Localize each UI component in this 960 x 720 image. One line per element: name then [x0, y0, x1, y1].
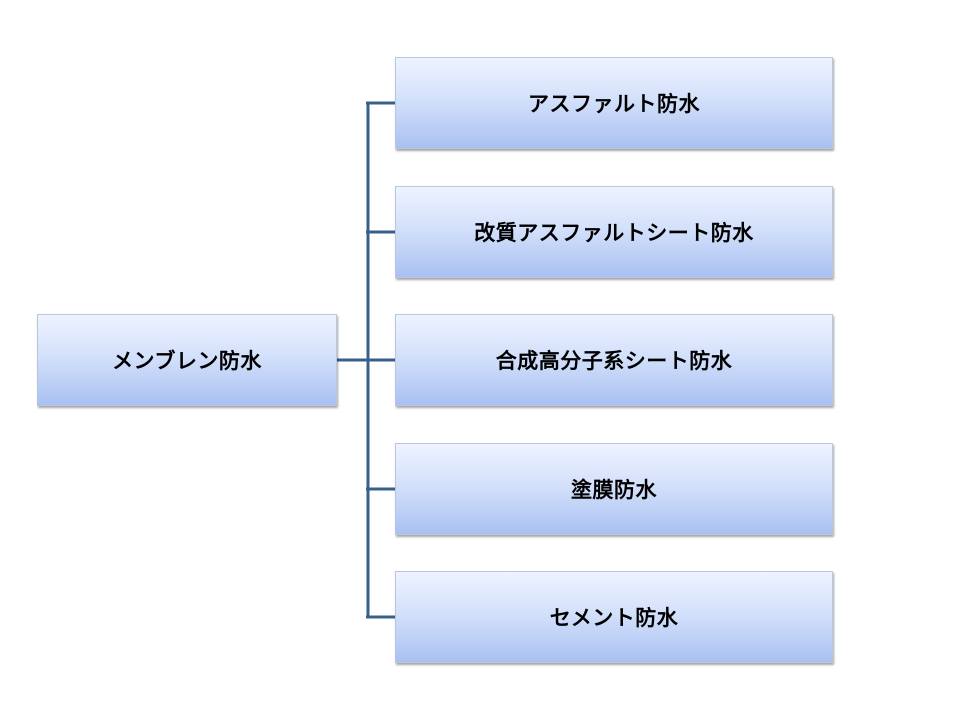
child-node-coating-film: 塗膜防水	[395, 443, 833, 535]
child-node-label: 改質アスファルトシート防水	[474, 221, 754, 245]
child-node-label: 合成高分子系シート防水	[495, 349, 733, 373]
child-node-label: 塗膜防水	[571, 478, 657, 502]
child-node-asphalt: アスファルト防水	[395, 57, 833, 149]
root-node: メンブレン防水	[37, 314, 337, 406]
child-node-synthetic-polymer-sheet: 合成高分子系シート防水	[395, 314, 833, 406]
child-node-label: アスファルト防水	[528, 92, 700, 116]
child-node-label: セメント防水	[549, 606, 679, 630]
child-node-cement: セメント防水	[395, 571, 833, 663]
child-node-modified-asphalt-sheet: 改質アスファルトシート防水	[395, 186, 833, 278]
root-node-label: メンブレン防水	[112, 349, 262, 373]
